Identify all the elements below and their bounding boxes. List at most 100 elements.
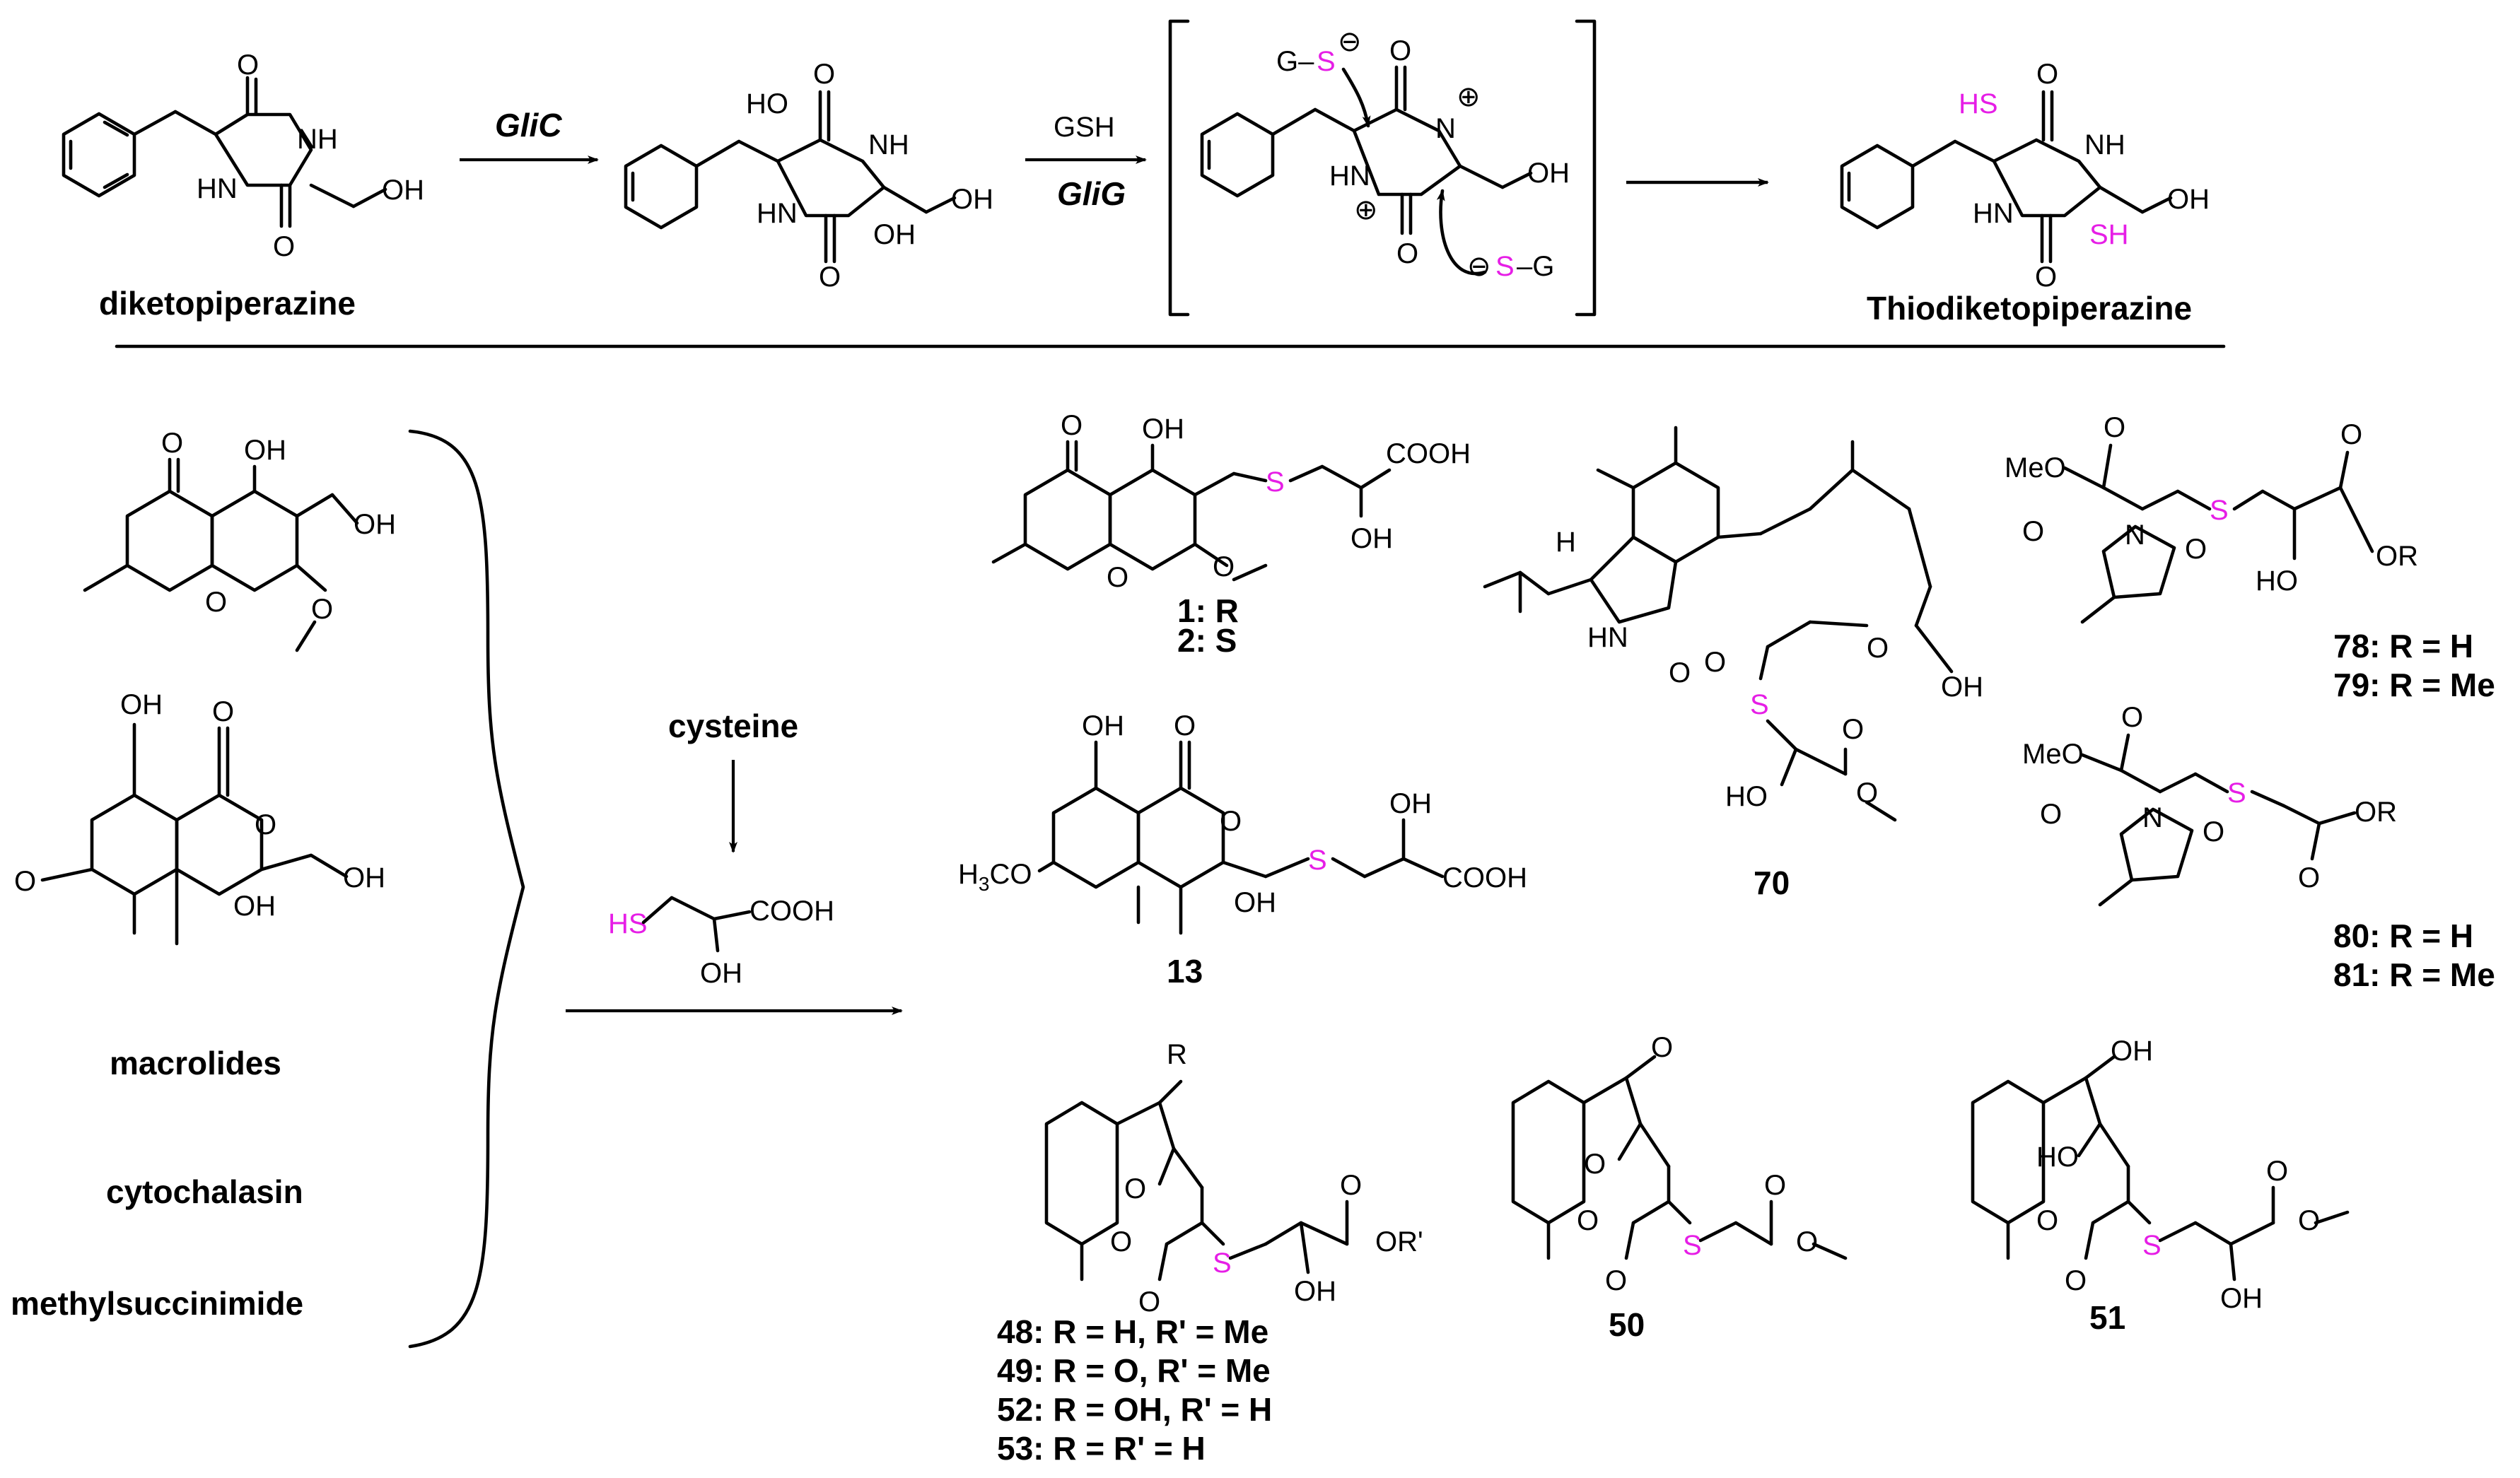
svg-text:O: O (2298, 1205, 2320, 1236)
svg-text:OR: OR (2376, 541, 2418, 572)
svg-text:S: S (1495, 251, 1515, 282)
svg-text:O: O (819, 262, 841, 293)
compound-70-structure: H HN O O O OH S HO O O (1483, 426, 1983, 822)
reagent-gsh-label: GSH (1054, 112, 1115, 143)
svg-text:G–: G– (1276, 46, 1314, 77)
compound-49-label: 49: R = O, R' = Me (997, 1352, 1271, 1389)
chromone-substrate: O O OH OH O (83, 428, 396, 652)
svg-text:OH: OH (1941, 671, 1983, 703)
curly-brace (408, 429, 525, 1349)
svg-text:S: S (1317, 46, 1336, 77)
compound-48-53-structure: R O O O S OH O OR' (1044, 1039, 1423, 1318)
compound-50-label: 50 (1609, 1306, 1645, 1343)
compound-48-label: 48: R = H, R' = Me (997, 1313, 1268, 1350)
svg-text:O: O (237, 49, 259, 81)
svg-text:NH: NH (297, 124, 338, 155)
compound-53-label: 53: R = R' = H (997, 1430, 1206, 1467)
svg-text:OH: OH (700, 958, 742, 989)
svg-text:O: O (2035, 262, 2057, 293)
svg-text:O: O (1110, 1226, 1132, 1257)
svg-text:NH: NH (2084, 129, 2125, 160)
svg-text:S: S (1750, 689, 1769, 720)
svg-text:OH: OH (2167, 184, 2210, 215)
svg-text:O: O (813, 59, 835, 90)
svg-text:O: O (1577, 1205, 1599, 1236)
svg-text:H: H (1556, 527, 1576, 558)
svg-text:O: O (2065, 1265, 2087, 1296)
compound-52-label: 52: R = OH, R' = H (997, 1391, 1272, 1428)
svg-text:OR: OR (2355, 797, 2397, 828)
svg-text:OH: OH (1142, 414, 1184, 445)
enzyme-glic-label: GliC (495, 107, 562, 143)
compound-1-label: 1: R (1177, 592, 1239, 629)
svg-text:HN: HN (757, 198, 798, 229)
compound-78-79-structure: MeO O S O OR HO N O O (2005, 412, 2418, 624)
svg-text:O: O (1396, 238, 1418, 269)
svg-text:–G: –G (1517, 251, 1554, 282)
svg-text:O: O (2040, 799, 2062, 830)
svg-text:O: O (311, 594, 333, 625)
svg-text:O: O (2185, 534, 2207, 565)
thiodiketopiperazine-structure: HS O NH HN O SH OH (1840, 59, 2210, 293)
svg-text:O: O (14, 866, 36, 897)
svg-text:S: S (1266, 467, 1285, 498)
svg-text:O: O (2203, 816, 2224, 847)
svg-text:OH: OH (244, 435, 286, 466)
svg-text:O: O (1340, 1170, 1362, 1201)
svg-text:OH: OH (2111, 1036, 2153, 1067)
compound-78-label: 78: R = H (2333, 628, 2473, 664)
svg-text:OH: OH (951, 184, 993, 215)
svg-text:HN: HN (1329, 160, 1370, 192)
svg-text:OH: OH (120, 689, 163, 720)
svg-text:HO: HO (2036, 1142, 2079, 1173)
svg-text:⊕: ⊕ (1457, 81, 1481, 112)
svg-text:O: O (273, 231, 295, 262)
svg-text:O: O (1061, 410, 1083, 441)
svg-text:OH: OH (1294, 1276, 1336, 1307)
thiodiketopiperazine-label: Thiodiketopiperazine (1867, 290, 2192, 327)
svg-text:O: O (1220, 806, 1242, 837)
svg-text:N: N (2142, 802, 2163, 833)
svg-text:O: O (1124, 1173, 1146, 1204)
svg-text:S: S (2210, 495, 2229, 526)
svg-text:OH: OH (382, 175, 424, 206)
svg-text:OH: OH (233, 891, 276, 922)
svg-text:OR': OR' (1375, 1226, 1423, 1257)
svg-text:O: O (1107, 562, 1128, 593)
svg-text:⊕: ⊕ (1354, 194, 1378, 225)
svg-text:O: O (1842, 714, 1864, 745)
svg-text:O: O (2104, 412, 2125, 443)
compound-50-structure: O O O O S O O (1511, 1032, 1848, 1296)
compound-13-structure: OH O O H3CO S OH COOH OH (958, 710, 1527, 935)
svg-text:OH: OH (1527, 158, 1570, 189)
compound-79-label: 79: R = Me (2333, 667, 2495, 703)
cysteine-adduct-fragment: HS COOH OH (608, 896, 834, 989)
svg-text:OH: OH (1389, 788, 1432, 819)
dihydroxy-dkp-structure: HO O NH HN O OH OH (624, 59, 993, 293)
svg-text:HO: HO (1725, 781, 1768, 812)
svg-text:OH: OH (2220, 1283, 2263, 1314)
compound-2-label: 2: S (1177, 622, 1237, 659)
svg-text:O: O (1867, 633, 1889, 664)
svg-text:O: O (1138, 1286, 1160, 1318)
compound-80-label: 80: R = H (2333, 917, 2473, 954)
svg-text:S: S (1308, 845, 1327, 876)
svg-text:S: S (2227, 778, 2246, 809)
compound-51-label: 51 (2089, 1299, 2125, 1336)
svg-text:COOH: COOH (1442, 862, 1527, 893)
svg-text:O: O (2022, 516, 2044, 547)
svg-text:O: O (212, 696, 234, 727)
svg-text:N: N (1435, 113, 1456, 144)
svg-text:OH: OH (1234, 887, 1276, 918)
compound-13-label: 13 (1167, 953, 1203, 990)
svg-text:O: O (1704, 647, 1726, 678)
svg-text:COOH: COOH (1386, 438, 1471, 469)
svg-text:OH: OH (354, 509, 396, 540)
isocoumarin-substrate: OH O O O OH OH (14, 689, 385, 946)
svg-text:S: S (2142, 1230, 2162, 1261)
svg-text:O: O (1651, 1032, 1673, 1063)
svg-text:O: O (2121, 702, 2143, 733)
svg-text:HS: HS (1959, 88, 1998, 119)
svg-text:⊖: ⊖ (1338, 26, 1362, 57)
svg-text:SH: SH (2089, 219, 2129, 250)
